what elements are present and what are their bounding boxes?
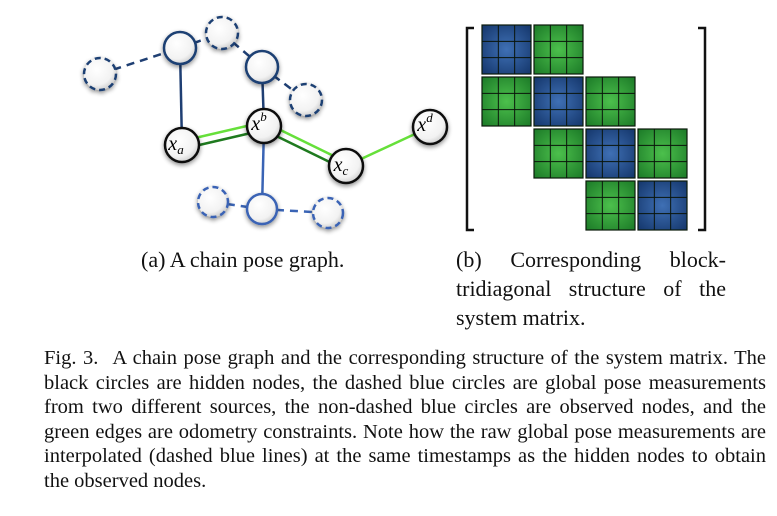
global-measurement-node — [196, 185, 230, 219]
figure-label: Fig. 3. — [44, 347, 99, 369]
subfigure-a-caption: (a) A chain pose graph. — [141, 247, 345, 272]
svg-text:xd: xd — [416, 110, 433, 136]
matrix-block-blue — [637, 180, 688, 231]
global-measurement-node — [82, 56, 118, 92]
matrix-blocks — [481, 24, 688, 231]
matrix-block-green — [533, 24, 584, 75]
subfigure-b-caption: (b) Corresponding block-tridiagonal stru… — [456, 247, 726, 330]
svg-text:xa: xa — [167, 133, 184, 157]
observed-node — [245, 192, 279, 226]
matrix-block-green — [637, 128, 688, 179]
figure-caption-text: A chain pose graph and the corresponding… — [44, 347, 766, 492]
global-measurement-node — [288, 82, 324, 118]
matrix-block-green — [533, 128, 584, 179]
matrix-bracket-left — [465, 26, 474, 232]
global-measurement-node — [204, 15, 240, 51]
observed-node — [162, 30, 198, 66]
matrix-block-blue — [481, 24, 532, 75]
matrix-block-blue — [533, 76, 584, 127]
global-measurement-node — [311, 196, 345, 230]
hidden-node-x-b: xb — [245, 107, 283, 145]
matrix-bracket-right — [698, 26, 707, 232]
interp-edge — [261, 207, 329, 215]
svg-text:xc: xc — [333, 154, 349, 178]
matrix-block-green — [481, 76, 532, 127]
matrix-block-green — [585, 76, 636, 127]
figure-caption: Fig. 3.A chain pose graph and the corres… — [44, 346, 766, 493]
chain-pose-graph: xa xb xc xd — [82, 15, 449, 230]
matrix-block-blue — [585, 128, 636, 179]
observed-node — [244, 49, 280, 85]
hidden-node-x-a: xa — [163, 126, 201, 164]
svg-text:xb: xb — [250, 109, 267, 135]
hidden-node-x-d: xd — [411, 108, 449, 146]
hidden-node-x-c: xc — [327, 147, 365, 185]
matrix-block-green — [585, 180, 636, 231]
block-tridiagonal-matrix — [465, 24, 707, 232]
